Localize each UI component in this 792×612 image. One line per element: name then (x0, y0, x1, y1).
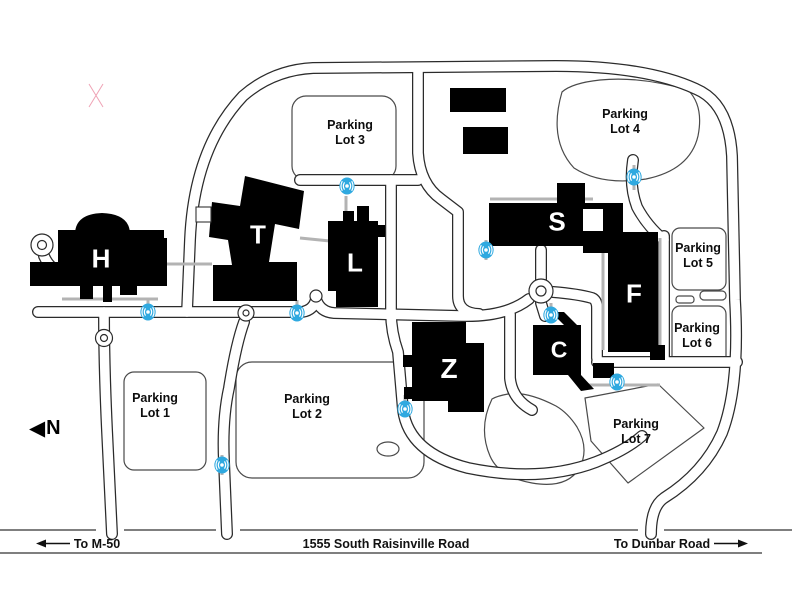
service-building-shape (450, 88, 506, 112)
building-t-label: T (250, 219, 266, 250)
road-label-dunbar: To Dunbar Road (613, 537, 711, 551)
compass: ◀ N (29, 417, 61, 440)
building-f-shape (608, 232, 665, 360)
building-c-label: C (550, 336, 568, 363)
parking-lot-outlines (123, 78, 727, 485)
building-h-shape (30, 213, 167, 302)
building-z-label: Z (440, 353, 458, 384)
north-arrow-icon: ◀ (29, 417, 46, 440)
building-t-shape (209, 176, 304, 301)
raisinville-road-lines (0, 529, 792, 554)
building-z-shape (403, 322, 484, 412)
service-building-shape (463, 127, 508, 154)
emergency-phone-icon (289, 304, 306, 323)
emergency-phone-icon (543, 306, 560, 325)
emergency-phone-icon (140, 303, 157, 322)
small-pond-outline (376, 441, 400, 457)
building-l-shape (328, 206, 385, 307)
east-arrow-icon (714, 539, 748, 548)
building-s-label: S (548, 206, 566, 237)
parking-lot-5-outline (671, 227, 727, 291)
roundabouts (30, 233, 554, 348)
emergency-phone-icon (339, 177, 356, 196)
traffic-island (699, 290, 727, 301)
parking-lot-1-outline (123, 371, 207, 471)
west-arrow-icon (36, 539, 70, 548)
emergency-phone-icon (397, 400, 414, 419)
building-annex-outline (195, 206, 212, 223)
compass-label: N (46, 417, 61, 439)
emergency-phone-icon (609, 373, 626, 392)
building-h-label: H (91, 243, 111, 274)
emergency-phone-icon (478, 241, 495, 260)
road-label-m50: To M-50 (73, 537, 121, 551)
emergency-phone-icon (214, 456, 231, 475)
crop-mark-x (88, 83, 104, 108)
building-f-label: F (626, 278, 642, 309)
buildings-layer (30, 88, 665, 412)
service-building-shape (593, 363, 614, 378)
parking-lot-2-outline (235, 361, 425, 479)
parking-lot-4-outline (556, 78, 701, 182)
emergency-phone-icon (626, 168, 643, 187)
building-l-label: L (347, 247, 363, 278)
traffic-island (675, 295, 695, 304)
road-label-address: 1555 South Raisinville Road (302, 537, 470, 551)
